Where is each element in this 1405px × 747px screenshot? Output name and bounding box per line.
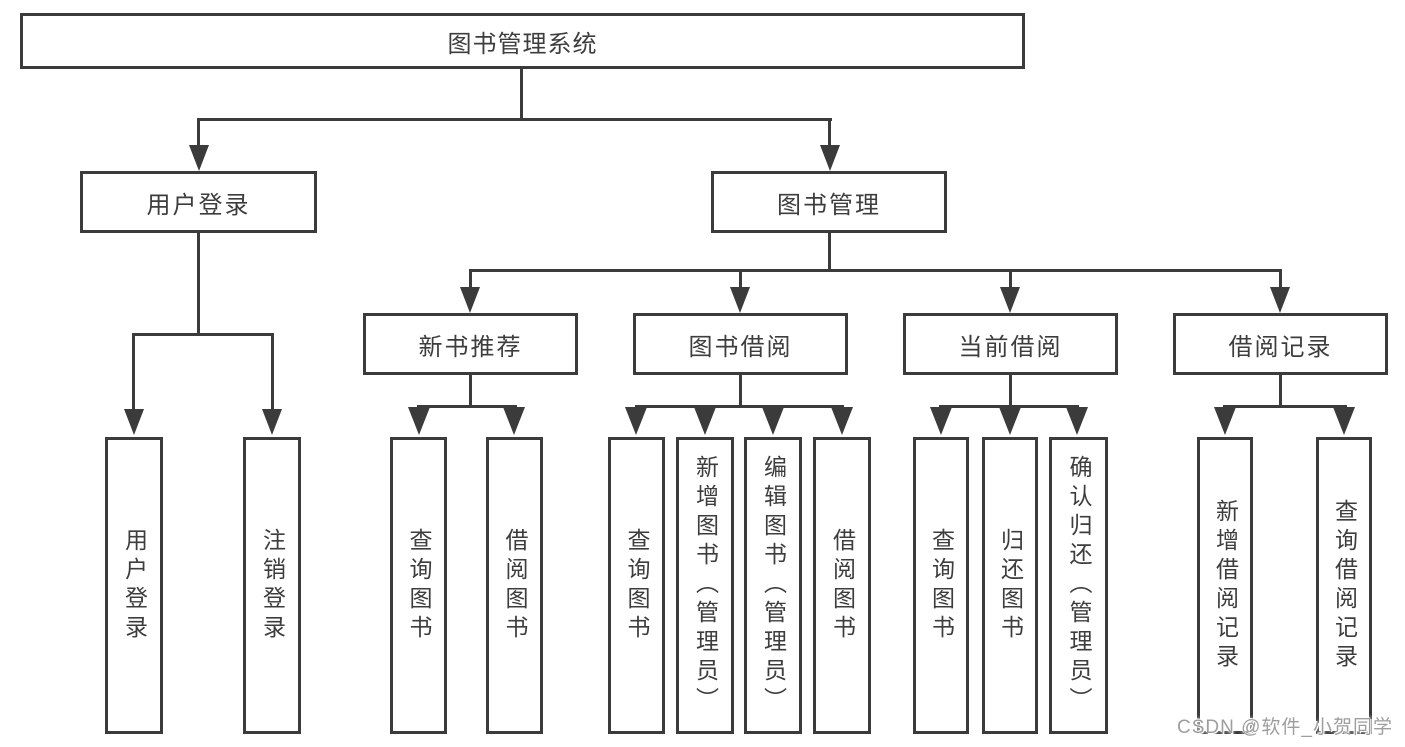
connector-line — [739, 375, 742, 408]
leaf-add-books-admin: 新增图书（管理员） — [676, 437, 734, 734]
arrow-down-icon — [1000, 287, 1020, 313]
leaf-user-login: 用户登录 — [105, 437, 163, 734]
connector-line — [469, 269, 1282, 272]
leaf-query-books-recommend: 查询图书 — [390, 437, 447, 734]
leaf-edit-books-admin: 编辑图书（管理员） — [744, 437, 802, 734]
arrow-down-icon — [1214, 407, 1236, 435]
leaf-label: 查询图书 — [406, 527, 432, 644]
arrow-down-icon — [460, 287, 480, 313]
node-label: 图书管理 — [777, 191, 881, 219]
connector-line — [1009, 269, 1012, 290]
leaf-label: 确认归还（管理员） — [1066, 455, 1092, 716]
arrow-down-icon — [831, 407, 853, 435]
leaf-label: 借阅图书 — [502, 527, 528, 644]
node-label: 图书借阅 — [688, 333, 793, 361]
csdn-watermark: CSDN @软件_小贺同学 — [1177, 717, 1393, 738]
leaf-query-books-borrow: 查询图书 — [608, 437, 665, 734]
node-label: 用户登录 — [146, 191, 251, 219]
connector-line — [520, 69, 523, 120]
node-label: 当前借阅 — [958, 333, 1063, 361]
leaf-label: 注销登录 — [259, 527, 286, 644]
leaf-label: 编辑图书（管理员） — [760, 455, 787, 716]
arrow-down-icon — [930, 407, 952, 435]
node-book-management: 图书管理 — [711, 171, 947, 233]
connector-line — [939, 405, 1079, 408]
node-label: 新书推荐 — [418, 333, 523, 361]
arrow-down-icon — [1066, 407, 1088, 435]
leaf-add-borrow-record: 新增借阅记录 — [1197, 437, 1253, 734]
leaf-label: 查询图书 — [624, 527, 650, 644]
connector-line — [1223, 405, 1347, 408]
node-root-label: 图书管理系统 — [447, 30, 598, 58]
arrow-down-icon — [262, 409, 282, 435]
connector-line — [271, 333, 274, 410]
leaf-label: 查询图书 — [928, 527, 955, 644]
arrow-down-icon — [1270, 287, 1290, 313]
leaf-label: 用户登录 — [121, 527, 148, 644]
connector-line — [828, 118, 831, 148]
arrow-down-icon — [503, 407, 525, 435]
arrow-down-icon — [999, 407, 1021, 435]
leaf-return-books: 归还图书 — [982, 437, 1038, 734]
leaf-logout: 注销登录 — [243, 437, 301, 734]
leaf-label: 新增图书（管理员） — [692, 455, 719, 716]
node-label: 借阅记录 — [1228, 333, 1333, 361]
connector-line — [417, 405, 517, 408]
connector-line — [132, 333, 135, 410]
connector-line — [197, 233, 200, 336]
leaf-label: 归还图书 — [997, 527, 1024, 644]
leaf-label: 新增借阅记录 — [1212, 498, 1239, 673]
node-user-login-module: 用户登录 — [80, 171, 317, 233]
arrow-down-icon — [820, 145, 840, 171]
node-book-borrow: 图书借阅 — [633, 313, 848, 375]
leaf-label: 借阅图书 — [829, 527, 856, 644]
arrow-down-icon — [1333, 407, 1355, 435]
connector-line — [469, 375, 472, 408]
arrow-down-icon — [762, 407, 784, 435]
leaf-query-books-current: 查询图书 — [913, 437, 969, 734]
arrow-down-icon — [124, 409, 144, 435]
connector-line — [1009, 375, 1012, 408]
connector-line — [197, 118, 832, 121]
connector-line — [1279, 375, 1282, 408]
arrow-down-icon — [189, 145, 209, 171]
connector-line — [1279, 269, 1282, 290]
node-current-borrow: 当前借阅 — [903, 313, 1118, 375]
leaf-label: 查询借阅记录 — [1331, 498, 1358, 673]
arrow-down-icon — [625, 407, 647, 435]
leaf-borrow-books-recommend: 借阅图书 — [486, 437, 543, 734]
arrow-down-icon — [694, 407, 716, 435]
node-borrow-records: 借阅记录 — [1173, 313, 1388, 375]
node-root: 图书管理系统 — [20, 13, 1025, 69]
connector-line — [635, 405, 844, 408]
connector-line — [132, 333, 274, 336]
connector-line — [828, 233, 831, 272]
connector-line — [469, 269, 472, 290]
leaf-confirm-return-admin: 确认归还（管理员） — [1049, 437, 1108, 734]
arrow-down-icon — [408, 407, 430, 435]
connector-line — [197, 118, 200, 148]
node-new-book-recommend: 新书推荐 — [363, 313, 578, 375]
connector-line — [739, 269, 742, 290]
leaf-borrow-books: 借阅图书 — [813, 437, 871, 734]
leaf-query-borrow-record: 查询借阅记录 — [1316, 437, 1372, 734]
arrow-down-icon — [730, 287, 750, 313]
